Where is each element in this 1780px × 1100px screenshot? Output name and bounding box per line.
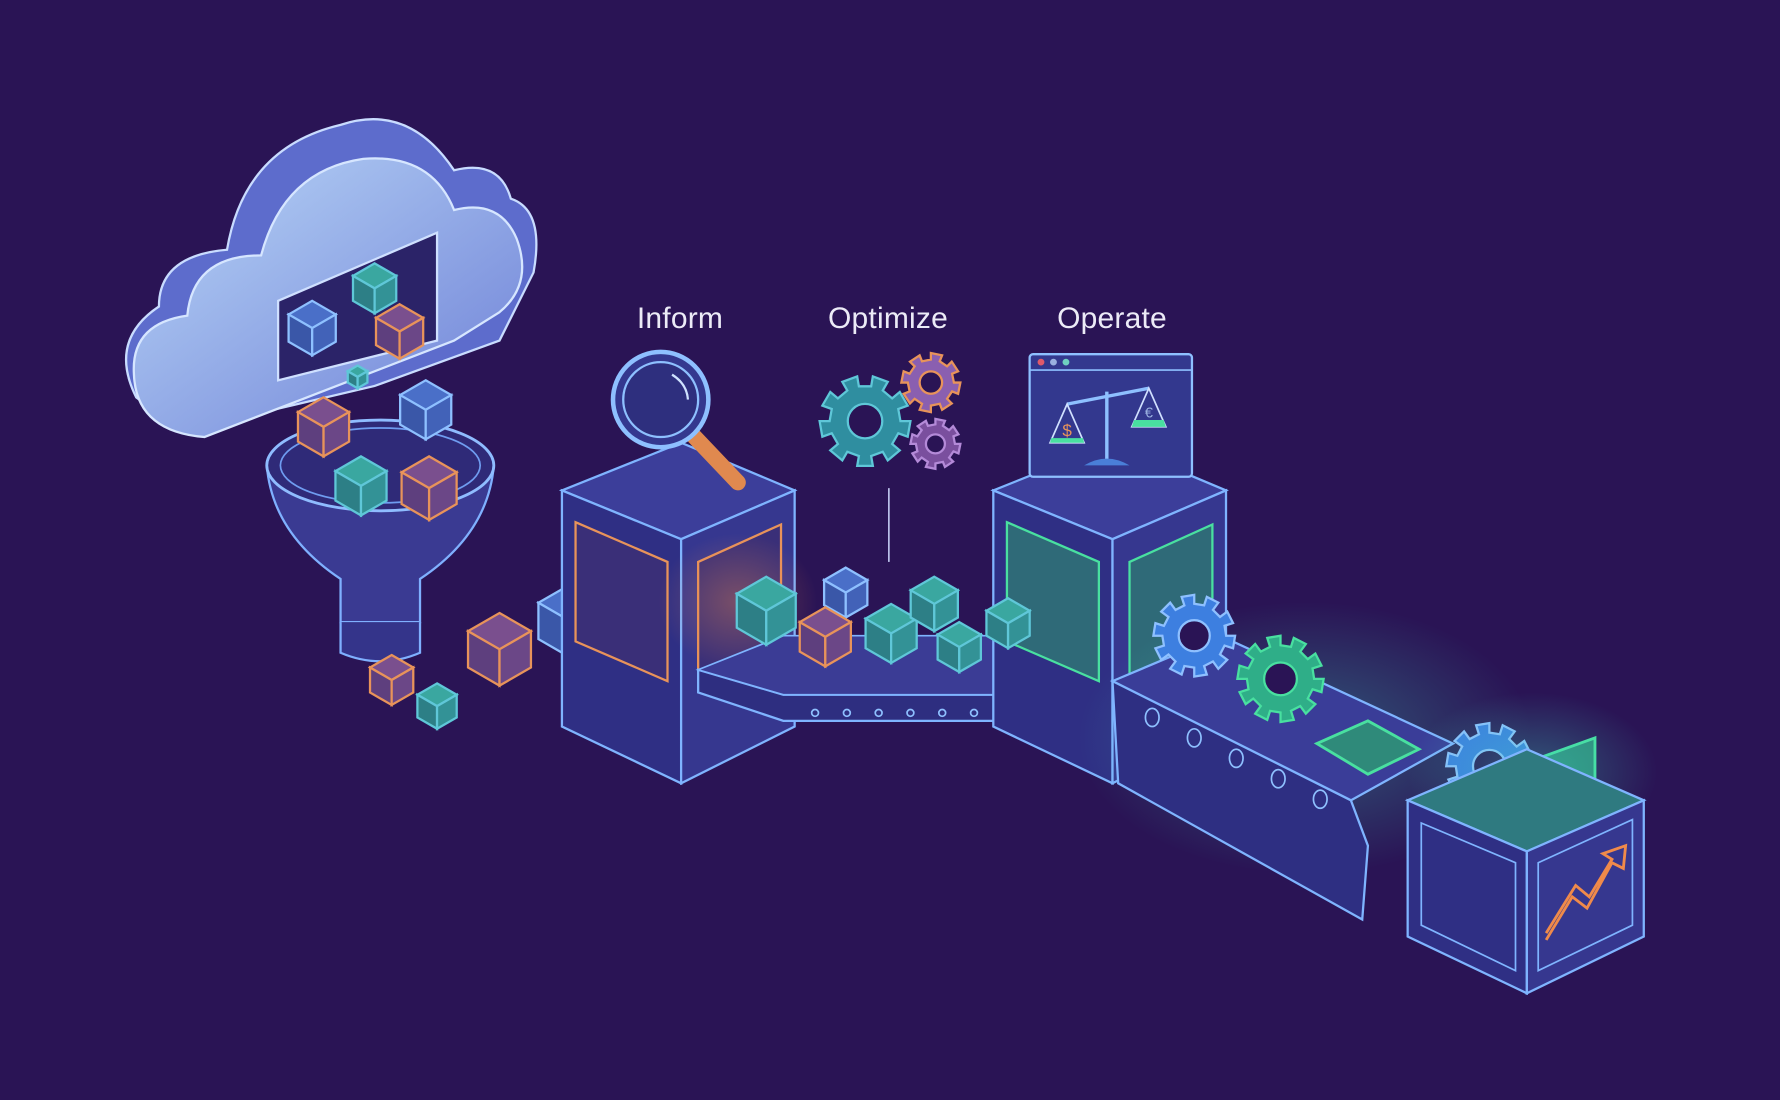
- euro-symbol: €: [1145, 406, 1153, 422]
- belt-hole: [906, 708, 915, 718]
- funnel-icon: [265, 418, 496, 663]
- data-cube-icon: [821, 566, 870, 620]
- cloud-icon: [124, 118, 538, 439]
- belt-hole: [969, 708, 979, 718]
- data-cube-icon: [465, 611, 534, 688]
- data-cube-icon: [295, 396, 352, 459]
- data-cube-icon: [863, 602, 919, 665]
- dollar-symbol: $: [1062, 421, 1072, 440]
- data-cube-icon: [734, 575, 799, 647]
- belt-roller: [1228, 748, 1244, 769]
- belt-hole: [874, 708, 883, 718]
- stage-label-operate: Operate: [1057, 302, 1167, 335]
- magnifier-icon: [610, 349, 746, 491]
- belt-hole: [842, 708, 852, 718]
- belt-hole: [810, 708, 820, 718]
- stage-label-optimize: Optimize: [828, 302, 948, 335]
- output-box: [1404, 692, 1658, 996]
- data-cube-icon: [367, 653, 416, 707]
- data-cube-icon: [350, 262, 399, 316]
- data-cube-icon: [286, 299, 339, 358]
- gear-purple-small-icon: [909, 417, 962, 471]
- data-cube-icon: [415, 682, 459, 731]
- gear-purple-icon: [899, 351, 962, 414]
- gears-icon: [818, 351, 962, 471]
- data-cube-icon: [399, 455, 459, 522]
- data-cube-icon: [908, 575, 961, 634]
- data-cube-icon: [397, 378, 454, 442]
- gear-green-icon: [1236, 634, 1325, 724]
- data-cube-icon: [935, 620, 984, 674]
- belt-roller: [1270, 768, 1286, 789]
- data-cube-icon: [345, 364, 370, 391]
- growth-arrow-icon: [1544, 843, 1628, 941]
- gear-teal-icon: [818, 374, 912, 468]
- data-cube-icon: [373, 302, 426, 361]
- belt-roller: [1186, 727, 1202, 748]
- data-cube-icon: [984, 596, 1032, 651]
- data-cube-icon: [797, 606, 854, 669]
- gear-blue-icon: [1152, 593, 1237, 678]
- belt-roller: [1312, 789, 1328, 810]
- belt-roller: [1144, 707, 1160, 728]
- stage-label-inform: Inform: [636, 302, 724, 335]
- data-cube-icon: [333, 455, 389, 518]
- belt-hole: [937, 708, 947, 718]
- balance-scale-window-icon: $ €: [1028, 353, 1194, 478]
